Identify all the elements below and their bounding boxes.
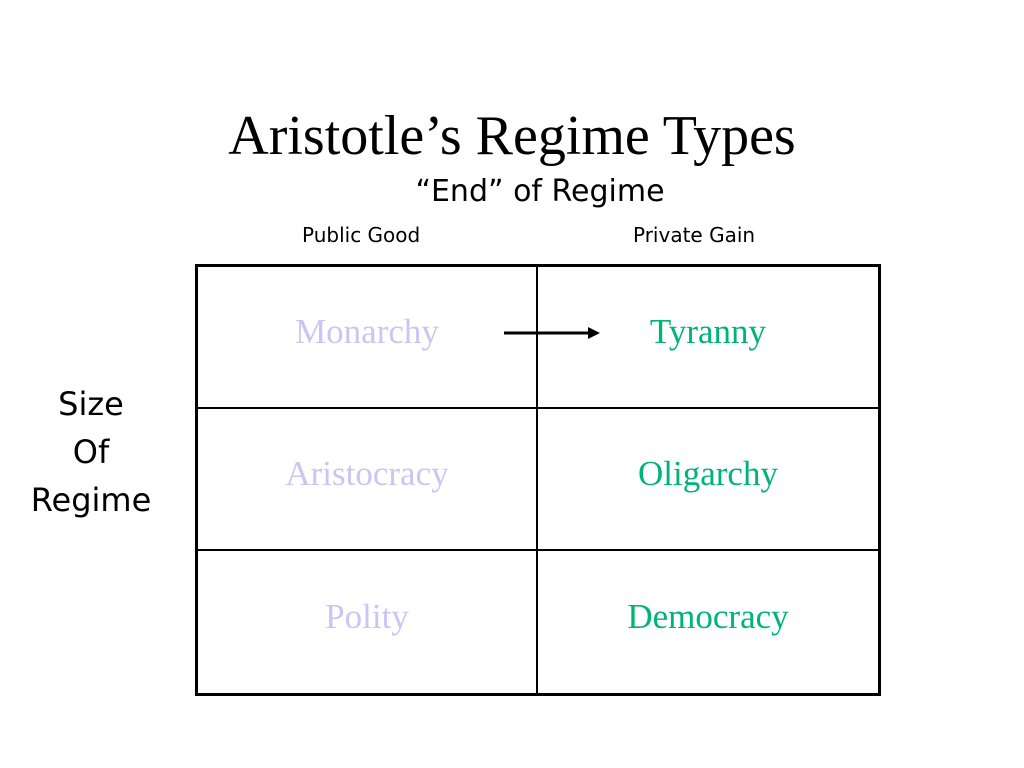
column-header-private-gain: Private Gain xyxy=(633,223,756,247)
slide-title: Aristotle’s Regime Types xyxy=(228,105,796,167)
row-header-line: Size xyxy=(58,385,124,423)
cell-oligarchy: Oligarchy xyxy=(538,409,878,551)
row-header-line: Regime xyxy=(30,481,152,519)
column-header-public-good: Public Good xyxy=(302,223,421,247)
row-header: Size Of Regime xyxy=(18,380,164,524)
regime-grid: Monarchy Tyranny Aristocracy Oligarchy P… xyxy=(195,264,881,696)
cell-aristocracy: Aristocracy xyxy=(198,409,538,551)
row-header-line: Of xyxy=(72,433,110,471)
cell-monarchy: Monarchy xyxy=(198,267,538,409)
right-arrow-icon xyxy=(504,327,600,339)
cell-democracy: Democracy xyxy=(627,597,789,636)
cell-tyranny: Tyranny xyxy=(538,267,878,409)
slide-subtitle: “End” of Regime xyxy=(415,174,665,209)
cell-polity: Polity xyxy=(198,551,538,693)
